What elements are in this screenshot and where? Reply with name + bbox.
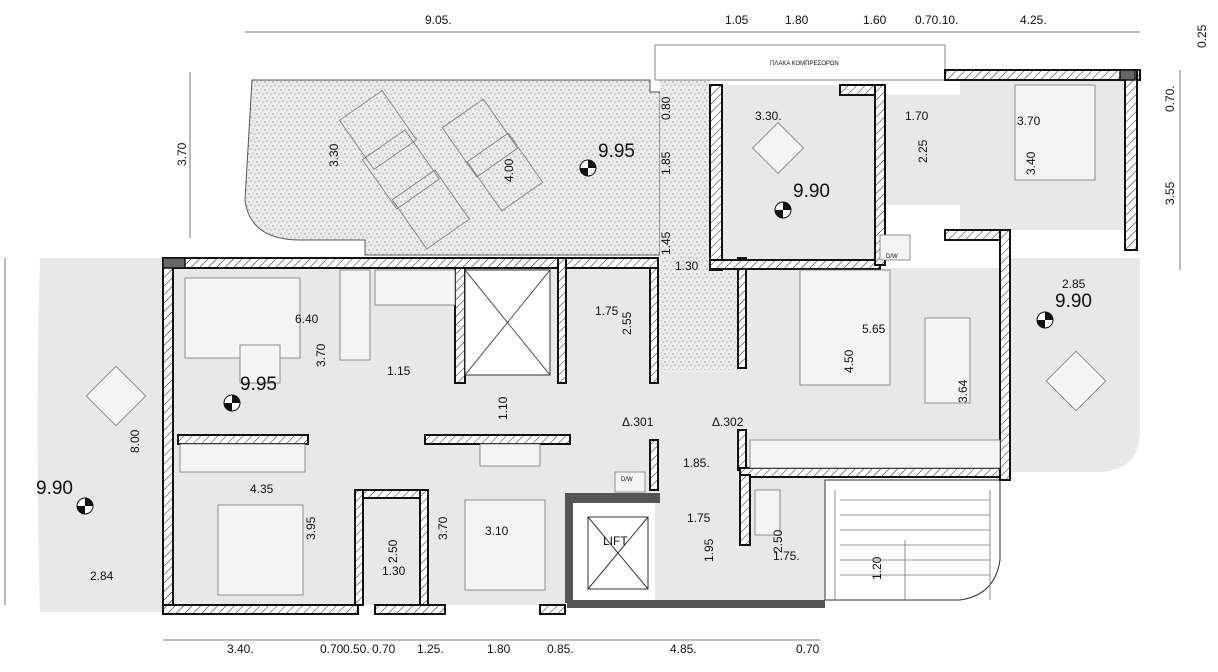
dim-bottom: 0.85. xyxy=(547,642,574,656)
dim-room: 3.30 xyxy=(327,143,341,167)
dim-room: 1.45 xyxy=(659,231,673,255)
dim-side: 3.70 xyxy=(175,142,189,166)
level-terrace: 9.95 xyxy=(598,141,635,162)
dim-top: 0.25 xyxy=(1195,24,1209,48)
dim-room: 2.50 xyxy=(771,529,785,553)
dim-room: 4.35 xyxy=(250,482,274,496)
level-left-balcony: 9.90 xyxy=(36,478,73,499)
apartment-301: Δ.301 xyxy=(622,415,654,429)
walls xyxy=(162,69,1141,615)
top-terrace xyxy=(244,79,661,256)
dim-room: 1.95 xyxy=(702,538,716,562)
compressor-slab-label: ΠΛΑΚΑ ΚΟΜΠΡΕΣΟΡΩΝ xyxy=(770,61,839,67)
compressor-slab xyxy=(654,44,946,81)
level-right-balcony: 9.90 xyxy=(1055,291,1092,312)
room-dimensions: 3.30 4.00 0.80 1.85 1.45 1.30 3.30. 1.70… xyxy=(90,96,1086,583)
dim-room: 4.00 xyxy=(502,158,516,182)
dim-room: 1.30 xyxy=(675,259,699,273)
corridor-stipple xyxy=(660,80,710,270)
dim-bottom: 1.80 xyxy=(487,642,511,656)
dim-room: 0.80 xyxy=(659,96,673,120)
dim-room: 2.84 xyxy=(90,569,114,583)
dim-room: 3.70 xyxy=(1017,114,1041,128)
dim-top: 0.70.10. xyxy=(915,13,958,27)
dim-room: 3.64 xyxy=(956,379,970,403)
dw-label-2: D/W xyxy=(886,254,898,260)
dim-room: 1.10 xyxy=(496,396,510,420)
lift-label: LIFT xyxy=(603,534,628,548)
dim-bottom: 0.50. xyxy=(343,642,370,656)
dim-room: 1.85. xyxy=(683,456,710,470)
dim-room: 1.85 xyxy=(659,151,673,175)
dim-top: 1.60 xyxy=(863,13,887,27)
dim-room: 1.30 xyxy=(382,564,406,578)
apartment-302: Δ.302 xyxy=(712,415,744,429)
dim-room: 2.25 xyxy=(916,139,930,163)
dim-bottom: 0.70 xyxy=(372,642,396,656)
dim-room: 3.30. xyxy=(755,109,782,123)
dw-label-1: D/W xyxy=(621,477,633,483)
dim-room: 3.10 xyxy=(485,524,509,538)
dim-side: 0.70. xyxy=(1163,85,1177,112)
dim-room: 3.95 xyxy=(304,516,318,540)
dim-room: 2.50 xyxy=(386,539,400,563)
dim-bottom: 1.25. xyxy=(417,642,444,656)
dim-room: 1.75. xyxy=(773,549,800,563)
dim-room: 6.40 xyxy=(295,312,319,326)
dim-bottom: 3.40. xyxy=(227,642,254,656)
dim-bottom: 0.70 xyxy=(796,642,820,656)
level-markers xyxy=(76,159,1054,515)
dim-room: 3.40 xyxy=(1024,151,1038,175)
dim-top: 1.05 xyxy=(725,13,749,27)
dim-room: 1.75 xyxy=(687,511,711,525)
dim-room: 4.50 xyxy=(842,349,856,373)
dim-room: 1.15 xyxy=(387,364,411,378)
stairs xyxy=(834,490,991,600)
dim-room: 1.20 xyxy=(870,556,884,580)
dim-top: 1.80 xyxy=(785,13,809,27)
dim-side: 8.00 xyxy=(128,429,142,453)
dim-top: 9.05. xyxy=(425,13,452,27)
dim-bottom: 4.85. xyxy=(670,642,697,656)
planters xyxy=(338,89,544,250)
dim-room: 2.55 xyxy=(620,311,634,335)
dim-top: 4.25. xyxy=(1020,13,1047,27)
furniture: D/W D/W xyxy=(85,84,1107,596)
dim-room: 1.75 xyxy=(595,304,619,318)
dim-room: 2.85 xyxy=(1062,277,1086,291)
entry-stipple xyxy=(655,268,740,370)
lift: LIFT xyxy=(565,493,825,608)
dim-room: 1.70 xyxy=(905,109,929,123)
level-bedroom: 9.90 xyxy=(793,181,830,202)
dim-room: 3.70 xyxy=(436,516,450,540)
level-living: 9.95 xyxy=(240,374,277,395)
dim-side: 3.55 xyxy=(1163,181,1177,205)
dim-room: 3.70 xyxy=(314,343,328,367)
dim-room: 5.65 xyxy=(862,322,886,336)
dim-bottom: 0.70 xyxy=(320,642,344,656)
dimension-lines xyxy=(4,31,1181,641)
